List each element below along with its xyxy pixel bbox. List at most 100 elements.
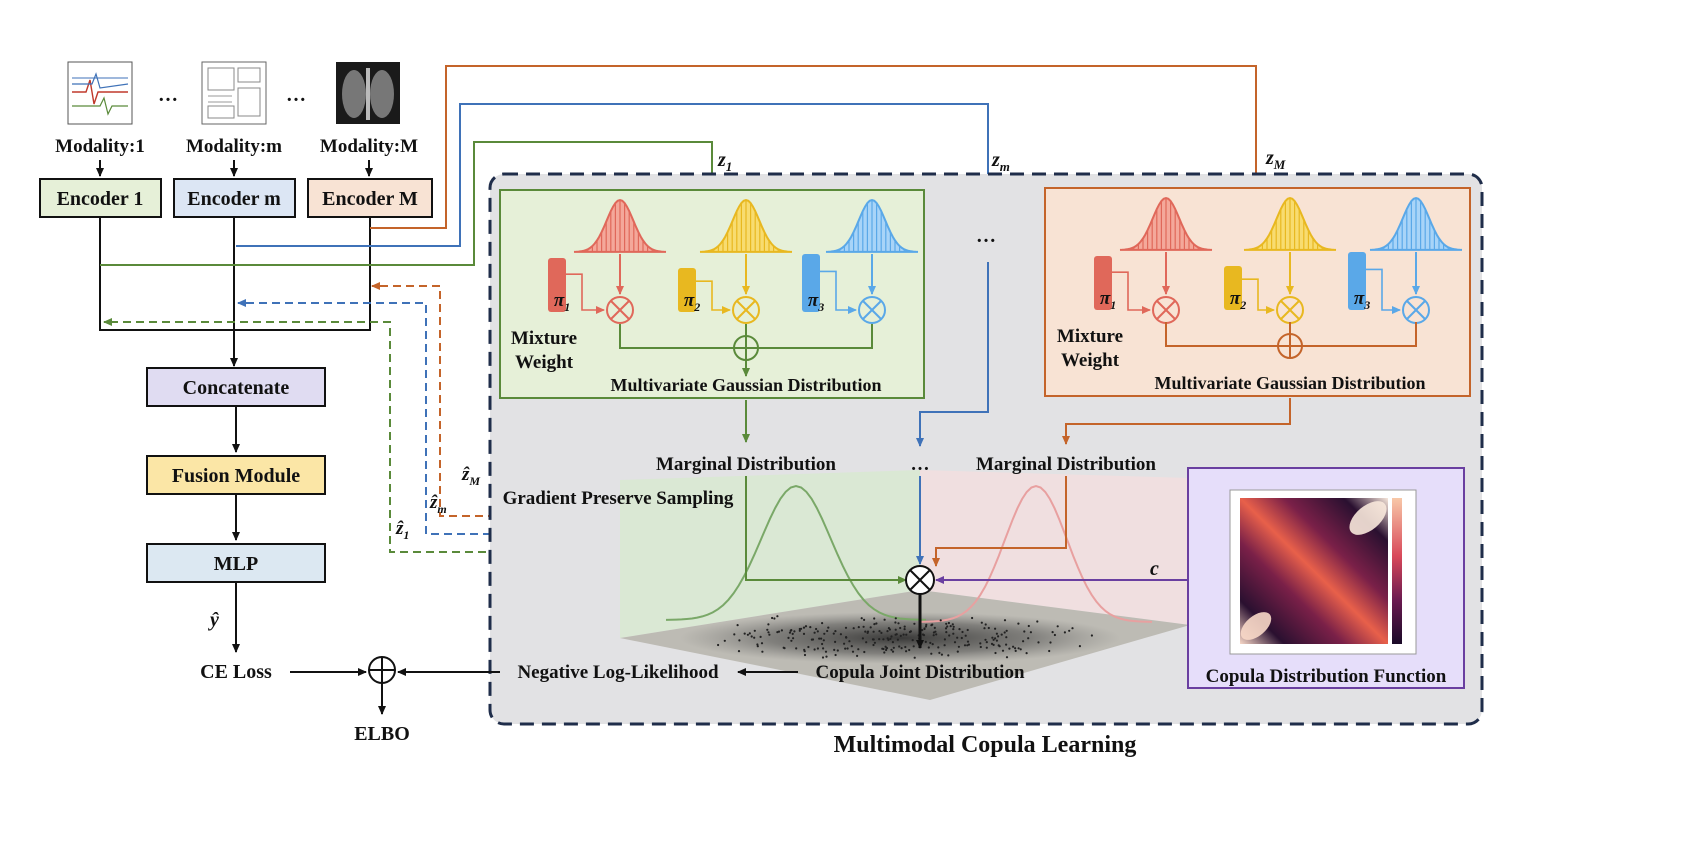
joint-sample-point [776, 631, 779, 634]
left-mixture-weight-bar-3 [802, 254, 820, 312]
ellipsis-marginal: … [911, 454, 930, 475]
joint-sample-point [1090, 634, 1093, 637]
joint-sample-point [736, 624, 739, 627]
marginal-left-label: Marginal Distribution [656, 454, 836, 475]
joint-sample-point [908, 630, 912, 634]
xray-thumbnail [336, 62, 400, 124]
joint-sample-point [1022, 640, 1025, 643]
mlp-box: MLP [146, 543, 326, 583]
joint-sample-point [891, 650, 895, 653]
joint-sample-point [1005, 636, 1008, 639]
joint-sample-point [985, 641, 988, 644]
encoder-m: Encoder m [173, 178, 296, 218]
joint-sample-point [717, 643, 720, 647]
zm-label: zm [991, 149, 1010, 174]
z1-label: z1 [717, 149, 732, 174]
joint-sample-cloud [680, 612, 1120, 664]
joint-sample-point [803, 648, 806, 652]
joint-sample-point [821, 656, 825, 659]
joint-sample-point [900, 647, 903, 650]
joint-sample-point [803, 653, 807, 657]
joint-sample-point [1014, 649, 1017, 653]
joint-sample-point [802, 626, 806, 629]
joint-sample-point [951, 623, 954, 626]
joint-sample-point [903, 625, 906, 628]
joint-sample-point [924, 640, 927, 644]
joint-sample-point [931, 643, 934, 646]
joint-sample-point [766, 628, 769, 631]
encoder-1: Encoder 1 [39, 178, 162, 218]
gmm-sum-node-left [733, 335, 759, 361]
joint-sample-point [1005, 643, 1008, 646]
joint-sample-point [921, 629, 924, 632]
joint-sample-point [1023, 630, 1026, 633]
joint-sample-point [848, 640, 851, 643]
joint-sample-point [864, 630, 867, 633]
joint-sample-point [883, 618, 886, 621]
left-pi-label-2: π2 [684, 290, 700, 314]
joint-sample-point [1012, 645, 1015, 648]
joint-sample-point [882, 647, 885, 651]
joint-sample-point [737, 650, 741, 653]
joint-sample-point [1005, 629, 1008, 632]
joint-sample-point [846, 647, 849, 650]
joint-sample-point [952, 632, 955, 635]
z1-hat-return [103, 318, 746, 553]
joint-sample-point [788, 631, 792, 634]
left-multiply-node-2 [732, 296, 760, 324]
mlp-label: MLP [214, 553, 258, 575]
joint-sample-point [1017, 622, 1020, 625]
joint-sample-point [880, 631, 883, 635]
joint-sample-point [953, 641, 957, 644]
joint-sample-point [798, 629, 801, 632]
joint-sample-point [944, 627, 948, 630]
joint-sample-point [947, 621, 951, 625]
encoder-1-label: Encoder 1 [57, 188, 144, 210]
joint-sample-point [963, 644, 967, 647]
joint-sample-point [795, 647, 798, 650]
modality-1-label: Modality:1 [55, 136, 145, 157]
c-label: c [1150, 558, 1159, 580]
joint-sample-point [899, 634, 902, 638]
joint-sample-point [891, 641, 895, 644]
joint-sample-point [913, 656, 916, 659]
joint-sample-point [1029, 631, 1032, 634]
joint-sample-point [851, 650, 855, 653]
ellipsis-mod-2: … [286, 84, 306, 106]
joint-sample-point [767, 623, 770, 626]
joint-sample-point [723, 639, 726, 642]
mixture-weight-left-1: Mixture [511, 328, 577, 349]
joint-sample-point [811, 638, 815, 641]
joint-sample-point [760, 642, 764, 645]
joint-sample-point [1019, 648, 1022, 651]
joint-sample-point [872, 643, 875, 647]
copula-section-title: Multimodal Copula Learning [834, 732, 1137, 758]
joint-sample-point [930, 624, 933, 627]
joint-sample-point [1068, 629, 1071, 632]
joint-sample-point [938, 651, 941, 655]
joint-sample-point [985, 646, 988, 649]
joint-sample-point [897, 622, 900, 625]
joint-sample-point [991, 636, 994, 639]
joint-sample-point [839, 633, 843, 636]
joint-sample-point [844, 647, 847, 650]
joint-sample-point [925, 623, 928, 627]
joint-sample-point [966, 628, 969, 632]
joint-sample-point [1017, 647, 1020, 650]
joint-sample-point [878, 630, 881, 633]
joint-sample-point [885, 647, 888, 650]
right-mixture-weight-bar-3 [1348, 252, 1366, 310]
joint-sample-point [890, 635, 893, 638]
joint-sample-point [937, 646, 940, 649]
joint-sample-point [994, 637, 997, 640]
joint-sample-point [935, 633, 938, 636]
modality-M-label: Modality:M [320, 136, 418, 157]
joint-sample-point [946, 625, 949, 628]
joint-sample-point [994, 627, 997, 630]
joint-sample-point [816, 647, 820, 650]
joint-sample-point [787, 636, 790, 640]
joint-sample-point [860, 617, 863, 620]
joint-sample-point [932, 634, 935, 637]
joint-sample-point [894, 628, 897, 631]
zM-hat-label: ẑM [461, 464, 480, 488]
